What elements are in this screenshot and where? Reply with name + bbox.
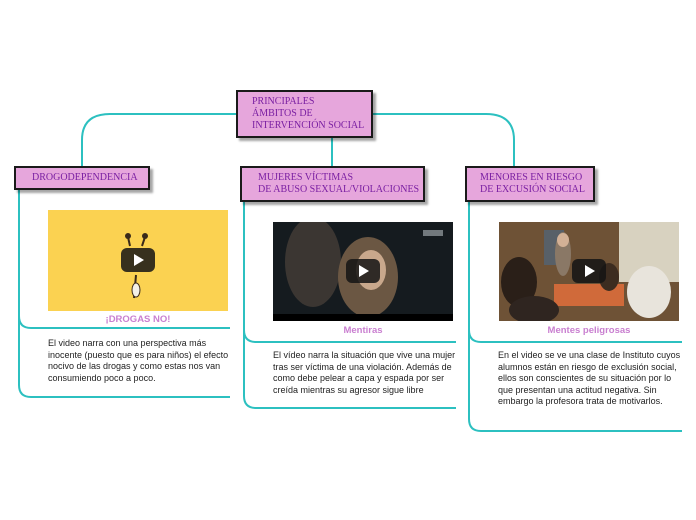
video-thumbnail-drogas-no[interactable]	[48, 210, 228, 311]
video-label[interactable]: ¡DROGAS NO!	[105, 314, 171, 325]
root-node-title: PRINCIPALES ÁMBITOS DE INTERVENCIÓN SOCI…	[252, 96, 365, 131]
branch-node-drogodependencia[interactable]	[14, 166, 150, 190]
root-node[interactable]	[236, 90, 373, 138]
play-button-icon[interactable]	[572, 259, 606, 283]
branch-node-title: MUJERES VÍCTIMAS DE ABUSO SEXUAL/VIOLACI…	[258, 172, 420, 195]
branch-node-title: DROGODEPENDENCIA	[32, 172, 138, 183]
branch-description: El vídeo narra la situación que vive una…	[273, 350, 456, 395]
branch-description: En el video se ve una clase de Instituto…	[498, 350, 681, 406]
branch-node-mujeres-victimas[interactable]	[240, 166, 425, 202]
video-label[interactable]: Mentes peligrosas	[547, 325, 631, 336]
play-button-icon[interactable]	[121, 248, 155, 272]
branch-description: El video narra con una perspectiva más i…	[48, 338, 229, 383]
cartoon-character-image	[125, 233, 148, 299]
video-label[interactable]: Mentiras	[343, 325, 383, 336]
play-button-icon[interactable]	[346, 259, 380, 283]
branch-node-title: MENORES EN RIESGO DE EXCUSIÓN SOCIAL	[480, 172, 585, 195]
branch-node-menores-riesgo[interactable]	[465, 166, 595, 202]
video-thumbnail-mentes-peligrosas[interactable]	[499, 222, 679, 321]
video-thumbnail-mentiras[interactable]	[273, 222, 453, 321]
